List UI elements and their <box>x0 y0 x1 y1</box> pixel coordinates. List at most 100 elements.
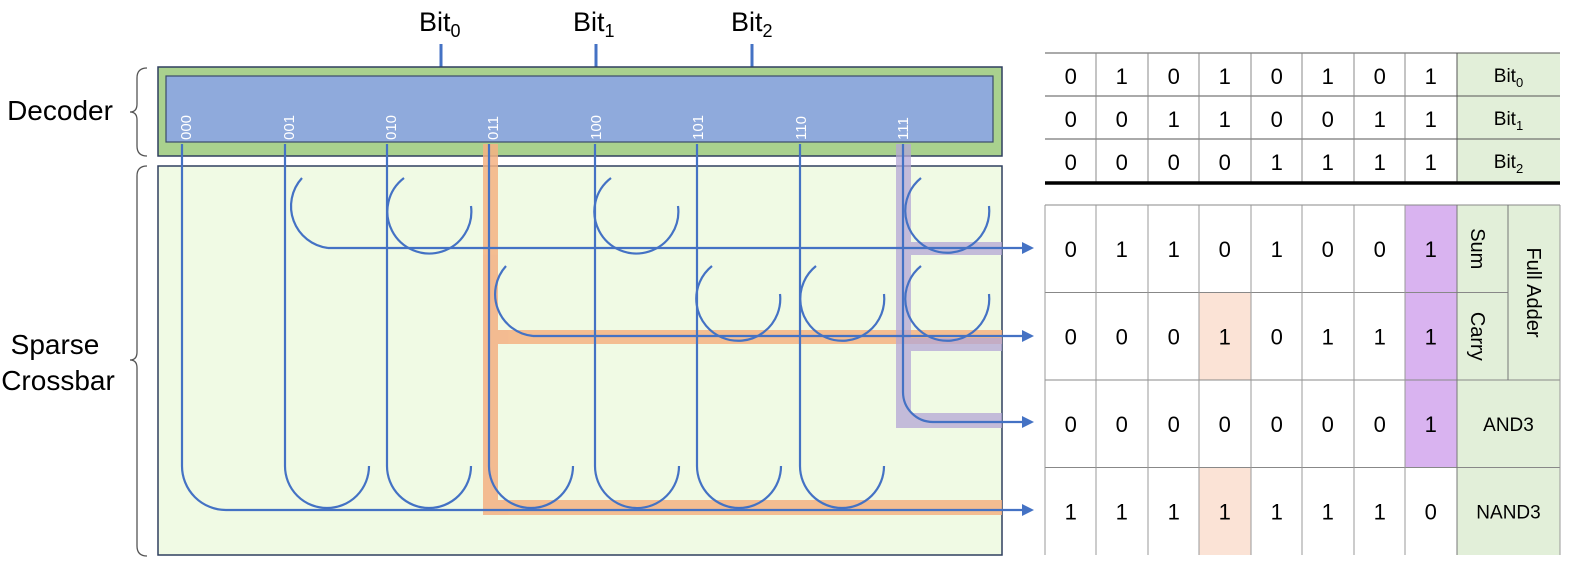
input-cell: 0 <box>1374 64 1386 89</box>
highlight-cell-111 <box>1405 380 1457 468</box>
input-cell: 1 <box>1219 107 1231 132</box>
input-row-label-cell <box>1457 139 1560 182</box>
and3-arrow <box>1022 416 1034 428</box>
input-row-label: Bit1 <box>1494 109 1523 133</box>
output-arrows <box>1022 242 1034 516</box>
output-cell: 0 <box>1374 412 1386 437</box>
crossbar-brace <box>129 165 148 557</box>
decoder-output-010: 010 <box>383 115 400 140</box>
input-row-label: Bit2 <box>1494 152 1523 176</box>
highlight-cell-011 <box>1199 467 1251 555</box>
output-cell: 1 <box>1425 237 1437 262</box>
output-cell: 0 <box>1271 324 1283 349</box>
input-cell: 0 <box>1271 107 1283 132</box>
input-cell: 1 <box>1322 150 1334 175</box>
decoder-output-001: 001 <box>281 115 298 140</box>
input-row-1: 0 0 1 1 0 0 1 1 Bit1 <box>1065 96 1560 139</box>
input-cell: 0 <box>1219 150 1231 175</box>
input-row-label: Bit0 <box>1494 66 1523 90</box>
output-cell: 1 <box>1322 499 1334 524</box>
input-cell: 1 <box>1271 150 1283 175</box>
input-cell: 0 <box>1168 64 1180 89</box>
decoder-output-000: 000 <box>178 115 195 140</box>
decoder-box <box>165 75 994 143</box>
output-cell: 1 <box>1116 237 1128 262</box>
input-cell: 0 <box>1322 107 1334 132</box>
output-cell: 0 <box>1168 412 1180 437</box>
output-cell: 1 <box>1065 499 1077 524</box>
decoder-output-labels: 000 001 010 011 100 101 110 111 <box>178 115 912 140</box>
output-cell: 1 <box>1425 412 1437 437</box>
input-cell: 1 <box>1116 64 1128 89</box>
decoder-output-101: 101 <box>690 115 707 140</box>
input-cell: 0 <box>1271 64 1283 89</box>
bit-2-label: Bit2 <box>731 7 773 41</box>
input-cell: 1 <box>1374 150 1386 175</box>
input-cell: 1 <box>1425 107 1437 132</box>
sum-arrow <box>1022 242 1034 254</box>
output-cell: 1 <box>1219 499 1231 524</box>
decoder-label: Decoder <box>7 95 113 126</box>
output-cell: 1 <box>1168 237 1180 262</box>
input-cell: 1 <box>1425 64 1437 89</box>
input-row-label-cell <box>1457 53 1560 96</box>
output-row-carry: 0 0 0 1 0 1 1 1 Carry <box>1065 312 1488 361</box>
output-cell: 0 <box>1116 412 1128 437</box>
input-cell: 1 <box>1374 107 1386 132</box>
output-cell: 1 <box>1219 324 1231 349</box>
input-bit-0: Bit0 <box>419 7 461 76</box>
output-cell: 1 <box>1116 499 1128 524</box>
input-bit-2: Bit2 <box>731 7 773 76</box>
nand3-arrow <box>1022 504 1034 516</box>
input-cell: 0 <box>1116 150 1128 175</box>
carry-arrow <box>1022 330 1034 342</box>
output-cell: 0 <box>1065 237 1077 262</box>
input-cell: 1 <box>1168 107 1180 132</box>
input-cell: 0 <box>1065 64 1077 89</box>
input-cell: 0 <box>1065 150 1077 175</box>
input-cell: 0 <box>1116 107 1128 132</box>
bit-1-label: Bit1 <box>573 7 615 41</box>
output-cell: 1 <box>1271 499 1283 524</box>
output-cell: 1 <box>1168 499 1180 524</box>
output-row-label: NAND3 <box>1476 502 1540 523</box>
crossbar-label-line2: Crossbar <box>1 365 115 396</box>
output-cell: 1 <box>1374 499 1386 524</box>
output-cell: 0 <box>1322 412 1334 437</box>
input-bit-1: Bit1 <box>573 7 615 76</box>
output-cell: 0 <box>1065 412 1077 437</box>
output-row-label: Carry <box>1466 312 1488 361</box>
output-cell: 0 <box>1374 237 1386 262</box>
bit-0-label: Bit0 <box>419 7 461 41</box>
output-cell: 0 <box>1168 324 1180 349</box>
highlight-cell-111 <box>1405 292 1457 380</box>
input-cell: 1 <box>1425 150 1437 175</box>
decoder-output-100: 100 <box>588 115 605 140</box>
crossbar-label-line1: Sparse <box>11 329 100 360</box>
crossbar-wires <box>180 144 1024 512</box>
output-cell: 1 <box>1425 324 1437 349</box>
output-row-label: AND3 <box>1483 415 1534 436</box>
decoder-output-110: 110 <box>793 116 810 140</box>
decoder-brace <box>129 67 148 157</box>
input-cell: 1 <box>1219 64 1231 89</box>
highlight-cell-111 <box>1405 205 1457 293</box>
output-cell: 0 <box>1116 324 1128 349</box>
output-cell: 0 <box>1065 324 1077 349</box>
output-cell: 0 <box>1219 412 1231 437</box>
highlight-cell-011 <box>1199 292 1251 380</box>
output-cell: 0 <box>1322 237 1334 262</box>
decoder-output-111: 111 <box>895 117 912 140</box>
output-cell: 1 <box>1322 324 1334 349</box>
input-cell: 0 <box>1065 107 1077 132</box>
decoder-output-011: 011 <box>485 116 502 140</box>
output-cell: 1 <box>1374 324 1386 349</box>
output-cell: 1 <box>1271 237 1283 262</box>
